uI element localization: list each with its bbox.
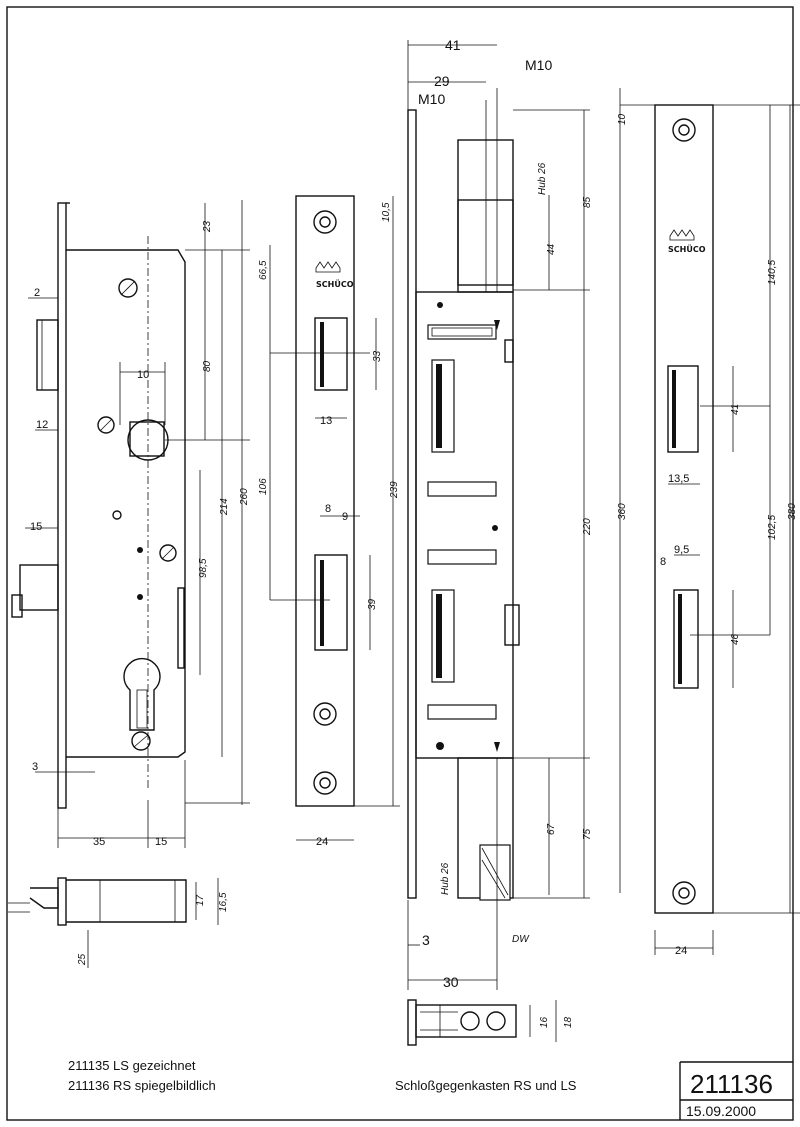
dim-label: 66,5	[258, 260, 269, 280]
center-profile-view	[407, 40, 590, 990]
drawing-description: Schloßgegenkasten RS und LS	[395, 1078, 577, 1093]
dim-label: 98,5	[198, 558, 209, 578]
dim-label: 380	[787, 503, 798, 520]
dim-label: 24	[316, 836, 328, 848]
drawing-number: 211136	[690, 1069, 773, 1099]
dim-label: 29	[434, 73, 450, 89]
dim-label: M10	[418, 91, 445, 107]
dim-label: 30	[443, 974, 459, 990]
dim-label: 85	[582, 196, 593, 208]
dim-label: 41	[445, 37, 461, 53]
schueco-logo-small: SCHÜCO	[316, 279, 354, 289]
lock-case-view	[11, 200, 250, 848]
center-profile-section	[407, 999, 557, 1046]
faceplate-small-view	[269, 195, 400, 841]
dim-label: DW	[512, 934, 530, 945]
note-line-2: 211136 RS spiegelbildlich	[68, 1078, 216, 1093]
dim-label: 67	[546, 823, 557, 835]
dim-label: 360	[617, 503, 628, 520]
dim-label: Hub 26	[440, 862, 451, 895]
dim-label: 9	[342, 511, 348, 523]
title-block	[679, 1061, 793, 1120]
dim-label: 2	[34, 287, 40, 299]
dim-label: 106	[258, 478, 269, 495]
dim-label: 8	[660, 556, 666, 568]
dim-label: 220	[582, 518, 593, 536]
dim-label: 239	[389, 481, 400, 499]
dim-label: 18	[563, 1016, 574, 1028]
dim-label: 41	[730, 404, 741, 415]
dim-label: 9,5	[674, 544, 689, 556]
dim-label: 10	[137, 369, 149, 381]
faceplate-long-view	[619, 88, 800, 955]
dim-label: 44	[546, 243, 557, 255]
dim-label: 8	[325, 503, 331, 515]
dim-label: 13,5	[668, 473, 689, 485]
dim-label: 3	[32, 761, 38, 773]
dim-label: 46	[730, 633, 741, 645]
dim-label: 15	[155, 836, 167, 848]
lock-case-section	[8, 877, 219, 968]
schueco-logo-long: SCHÜCO	[668, 244, 706, 254]
crown-logo-icon	[669, 229, 695, 241]
dim-label: 16	[539, 1016, 550, 1028]
dim-label: 33	[372, 350, 383, 362]
dim-label: 39	[367, 598, 378, 610]
dim-label: 214	[219, 498, 230, 516]
dim-label: 10,5	[381, 202, 392, 222]
dim-label: Hub 26	[537, 162, 548, 195]
dim-label: 75	[582, 828, 593, 840]
dim-label: 16,5	[218, 892, 229, 912]
sheet-border	[6, 6, 794, 1121]
dim-label: 13	[320, 415, 332, 427]
dim-label: 260	[239, 488, 250, 506]
dim-label: 17	[195, 894, 206, 906]
dim-label: 3	[422, 932, 430, 948]
dim-label: 35	[93, 836, 105, 848]
dim-label: 102,5	[767, 515, 778, 540]
note-line-1: 211135 LS gezeichnet	[68, 1058, 196, 1073]
dim-label: 80	[202, 360, 213, 372]
dim-label: 25	[77, 953, 88, 966]
drawing-date: 15.09.2000	[686, 1103, 756, 1119]
dim-label: 140,5	[767, 260, 778, 285]
dim-label: 12	[36, 419, 48, 431]
dim-label: 10	[617, 113, 628, 125]
dim-label: 23	[202, 220, 213, 233]
dim-label: 15	[30, 521, 42, 533]
crown-logo-icon	[315, 261, 341, 273]
dim-label: 24	[675, 945, 687, 957]
dim-label: M10	[525, 57, 552, 73]
